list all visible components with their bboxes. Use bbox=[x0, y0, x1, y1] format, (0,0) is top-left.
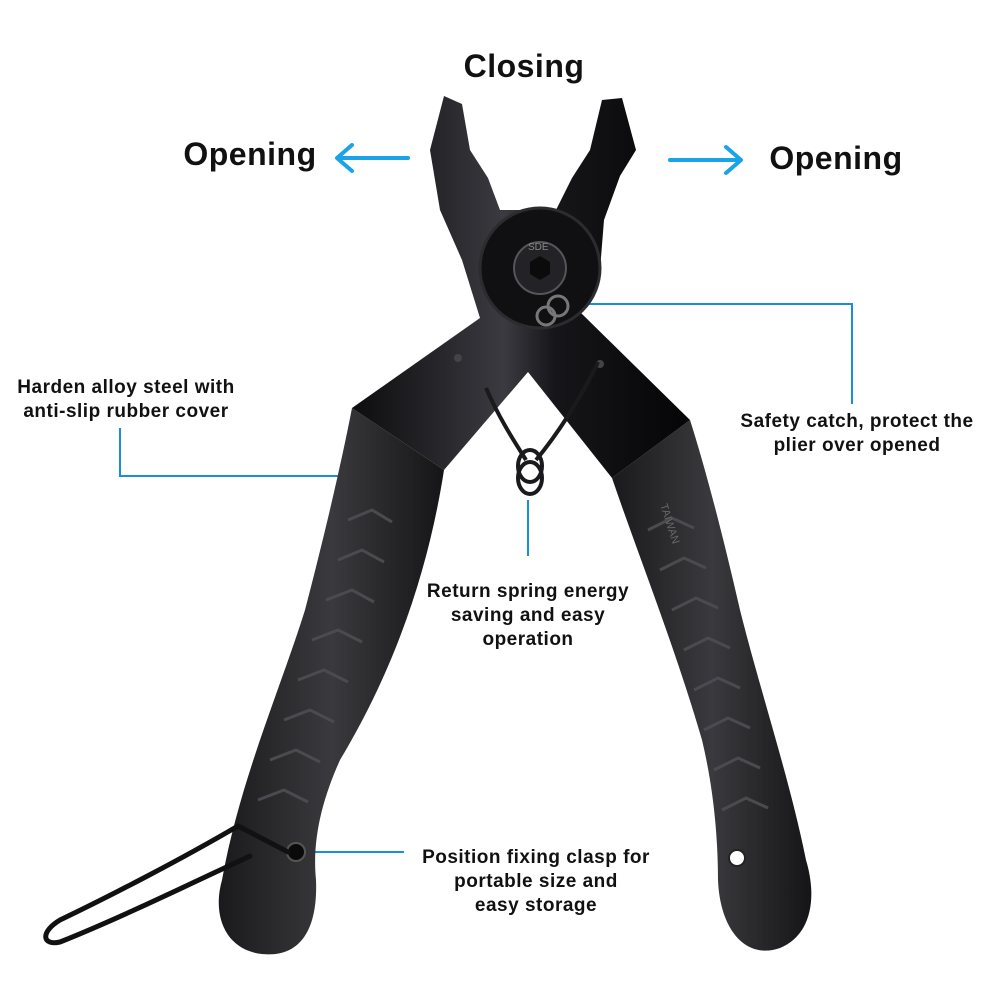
callout-leader-lines bbox=[119, 303, 853, 853]
left-handle bbox=[218, 408, 444, 955]
pivot-marking: SDE bbox=[528, 242, 549, 253]
return-spring bbox=[484, 361, 600, 496]
opening-heading-right: Opening bbox=[769, 140, 903, 176]
callout-clasp-line3: easy storage bbox=[474, 895, 598, 916]
closing-heading: Closing bbox=[463, 48, 585, 84]
callout-return-spring: Return spring energy saving and easy ope… bbox=[408, 580, 648, 652]
callout-safety-line1: Safety catch, protect the bbox=[740, 411, 974, 432]
opening-heading-left: Opening bbox=[183, 136, 317, 172]
callout-clasp-line2: portable size and bbox=[454, 871, 618, 892]
callout-harden-alloy: Harden alloy steel with anti-slip rubber… bbox=[4, 376, 248, 424]
right-handle: TAIWAN bbox=[612, 420, 812, 951]
callout-harden-line2: anti-slip rubber cover bbox=[23, 401, 229, 422]
callout-spring-line3: operation bbox=[482, 629, 574, 650]
callout-position-clasp: Position fixing clasp for portable size … bbox=[404, 846, 668, 918]
callout-safety-line2: plier over opened bbox=[773, 435, 941, 456]
plier-metal-body: SDE bbox=[352, 96, 690, 478]
position-fixing-clasp bbox=[43, 823, 291, 946]
arrow-left-icon bbox=[335, 143, 410, 173]
callout-spring-line2: saving and easy bbox=[450, 605, 606, 626]
callout-clasp-line1: Position fixing clasp for bbox=[422, 847, 650, 868]
callout-harden-line1: Harden alloy steel with bbox=[17, 377, 235, 398]
arrow-right-icon bbox=[668, 145, 743, 175]
callout-spring-line1: Return spring energy bbox=[426, 581, 630, 602]
callout-safety-catch: Safety catch, protect the plier over ope… bbox=[726, 410, 988, 458]
